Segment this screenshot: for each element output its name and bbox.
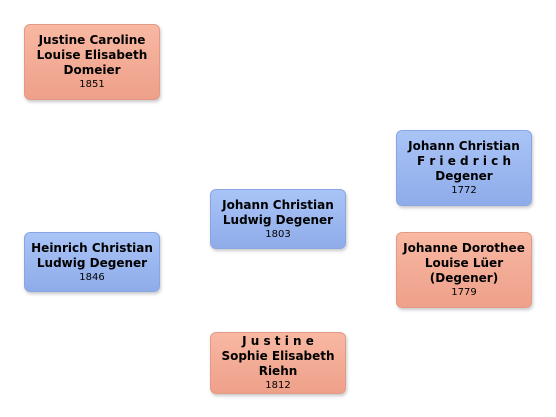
person-box-johanne-dorothee-louise-luer[interactable]: Johanne Dorothee Louise Lüer (Degener) 1…: [396, 232, 532, 308]
person-box-justine-sophie-elisabeth-riehn[interactable]: J u s t i n e Sophie Elisabeth Riehn 181…: [210, 332, 346, 394]
person-name: Johann Christian Ludwig Degener: [222, 197, 334, 227]
person-year: 1812: [265, 380, 291, 391]
person-year: 1851: [79, 79, 105, 90]
person-box-johann-christian-friedrich-degener[interactable]: Johann Christian F r i e d r i c h Degen…: [396, 130, 532, 206]
person-name: Heinrich Christian Ludwig Degener: [31, 240, 153, 270]
person-year: 1772: [451, 185, 477, 196]
person-name: J u s t i n e Sophie Elisabeth Riehn: [221, 334, 335, 378]
person-year: 1803: [265, 228, 291, 240]
person-box-heinrich-christian-ludwig-degener[interactable]: Heinrich Christian Ludwig Degener 1846: [24, 232, 160, 292]
person-box-justine-caroline-domeier[interactable]: Justine Caroline Louise Elisabeth Domeie…: [24, 24, 160, 100]
person-name: Justine Caroline Louise Elisabeth Domeie…: [36, 33, 148, 77]
person-name: Johann Christian F r i e d r i c h Degen…: [408, 139, 520, 183]
person-year: 1846: [79, 271, 105, 283]
person-name: Johanne Dorothee Louise Lüer (Degener): [403, 241, 525, 285]
person-year: 1779: [451, 287, 477, 298]
person-box-johann-christian-ludwig-degener[interactable]: Johann Christian Ludwig Degener 1803: [210, 189, 346, 249]
